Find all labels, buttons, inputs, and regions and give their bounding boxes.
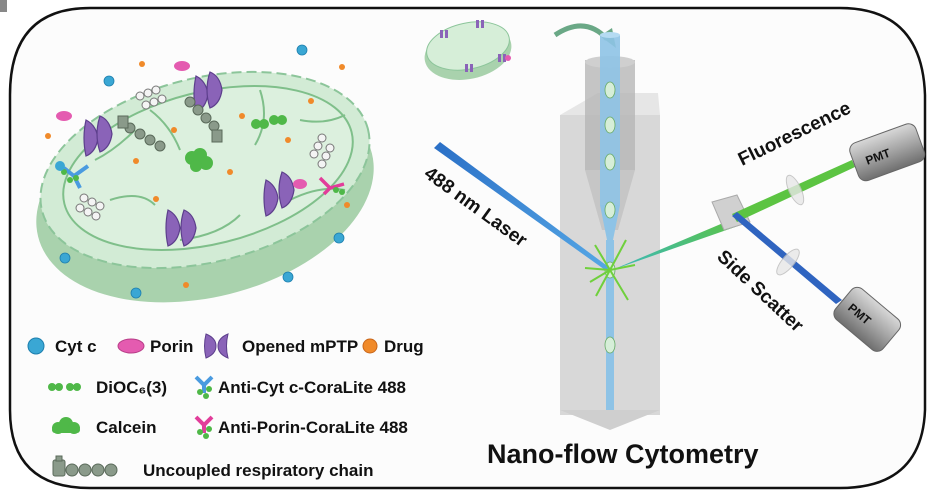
legend-item-opened-mptp: Opened mPTP xyxy=(204,333,358,359)
collection-beam xyxy=(612,218,738,270)
pmt-fluorescence: PMT xyxy=(849,123,926,182)
legend-item-cyt-c: Cyt c xyxy=(27,337,97,356)
mptp-channels xyxy=(83,71,295,247)
legend-label: Cyt c xyxy=(55,337,97,356)
legend-label: Anti-Cyt c-CoraLite 488 xyxy=(218,378,406,397)
flow-cell xyxy=(560,32,660,430)
membrane-charges xyxy=(75,85,335,221)
porin-icon xyxy=(117,338,145,354)
lens-bottom xyxy=(776,248,800,276)
legend-item-uncoupled-respiratory-chain: Uncoupled respiratory chain xyxy=(52,455,374,480)
legend-item-calcein: Calcein xyxy=(52,417,156,437)
small-mitochondrion xyxy=(424,20,512,80)
legend-item-porin: Porin xyxy=(117,337,193,356)
anti-porin-antibody-icon xyxy=(194,415,214,439)
calcein-inside xyxy=(185,148,213,172)
legend-item-anti-porin: Anti-Porin-CoraLite 488 xyxy=(194,415,408,439)
legend-label: Drug xyxy=(384,337,424,356)
legend-label: Anti-Porin-CoraLite 488 xyxy=(218,418,408,437)
diagram-title: Nano-flow Cytometry xyxy=(487,439,759,469)
mitochondrion-large xyxy=(36,70,374,303)
laser-beam xyxy=(434,142,610,272)
cyt-c-icon xyxy=(27,337,45,355)
anti-porin-bound xyxy=(318,176,345,196)
free-particles xyxy=(45,44,350,299)
drug-icon xyxy=(362,338,378,354)
legend-label: Porin xyxy=(150,337,193,356)
legend-item-dioc6: DiOC₆(3) xyxy=(48,378,167,397)
legend-label: Uncoupled respiratory chain xyxy=(143,461,374,480)
lens-top xyxy=(785,174,805,206)
legend: Cyt c Porin Opened mPTP Drug DiOC₆(3) xyxy=(27,333,424,480)
legend-label: Calcein xyxy=(96,418,156,437)
legend-label: Opened mPTP xyxy=(242,337,358,356)
dioc6-icon xyxy=(48,383,81,391)
respiratory-chains xyxy=(117,96,223,152)
uncoupled-respiratory-chain-icon xyxy=(52,455,118,477)
pmt-side-scatter: PMT xyxy=(833,286,902,352)
legend-label: DiOC₆(3) xyxy=(96,378,167,397)
anti-cyt-c-antibody-icon xyxy=(194,375,214,399)
opened-mptp-icon xyxy=(204,333,229,359)
legend-item-anti-cyt-c: Anti-Cyt c-CoraLite 488 xyxy=(194,375,406,399)
dioc6-inside xyxy=(251,115,287,129)
calcein-icon xyxy=(52,417,80,434)
legend-item-drug: Drug xyxy=(362,337,424,356)
fluorescence-burst xyxy=(584,239,636,301)
